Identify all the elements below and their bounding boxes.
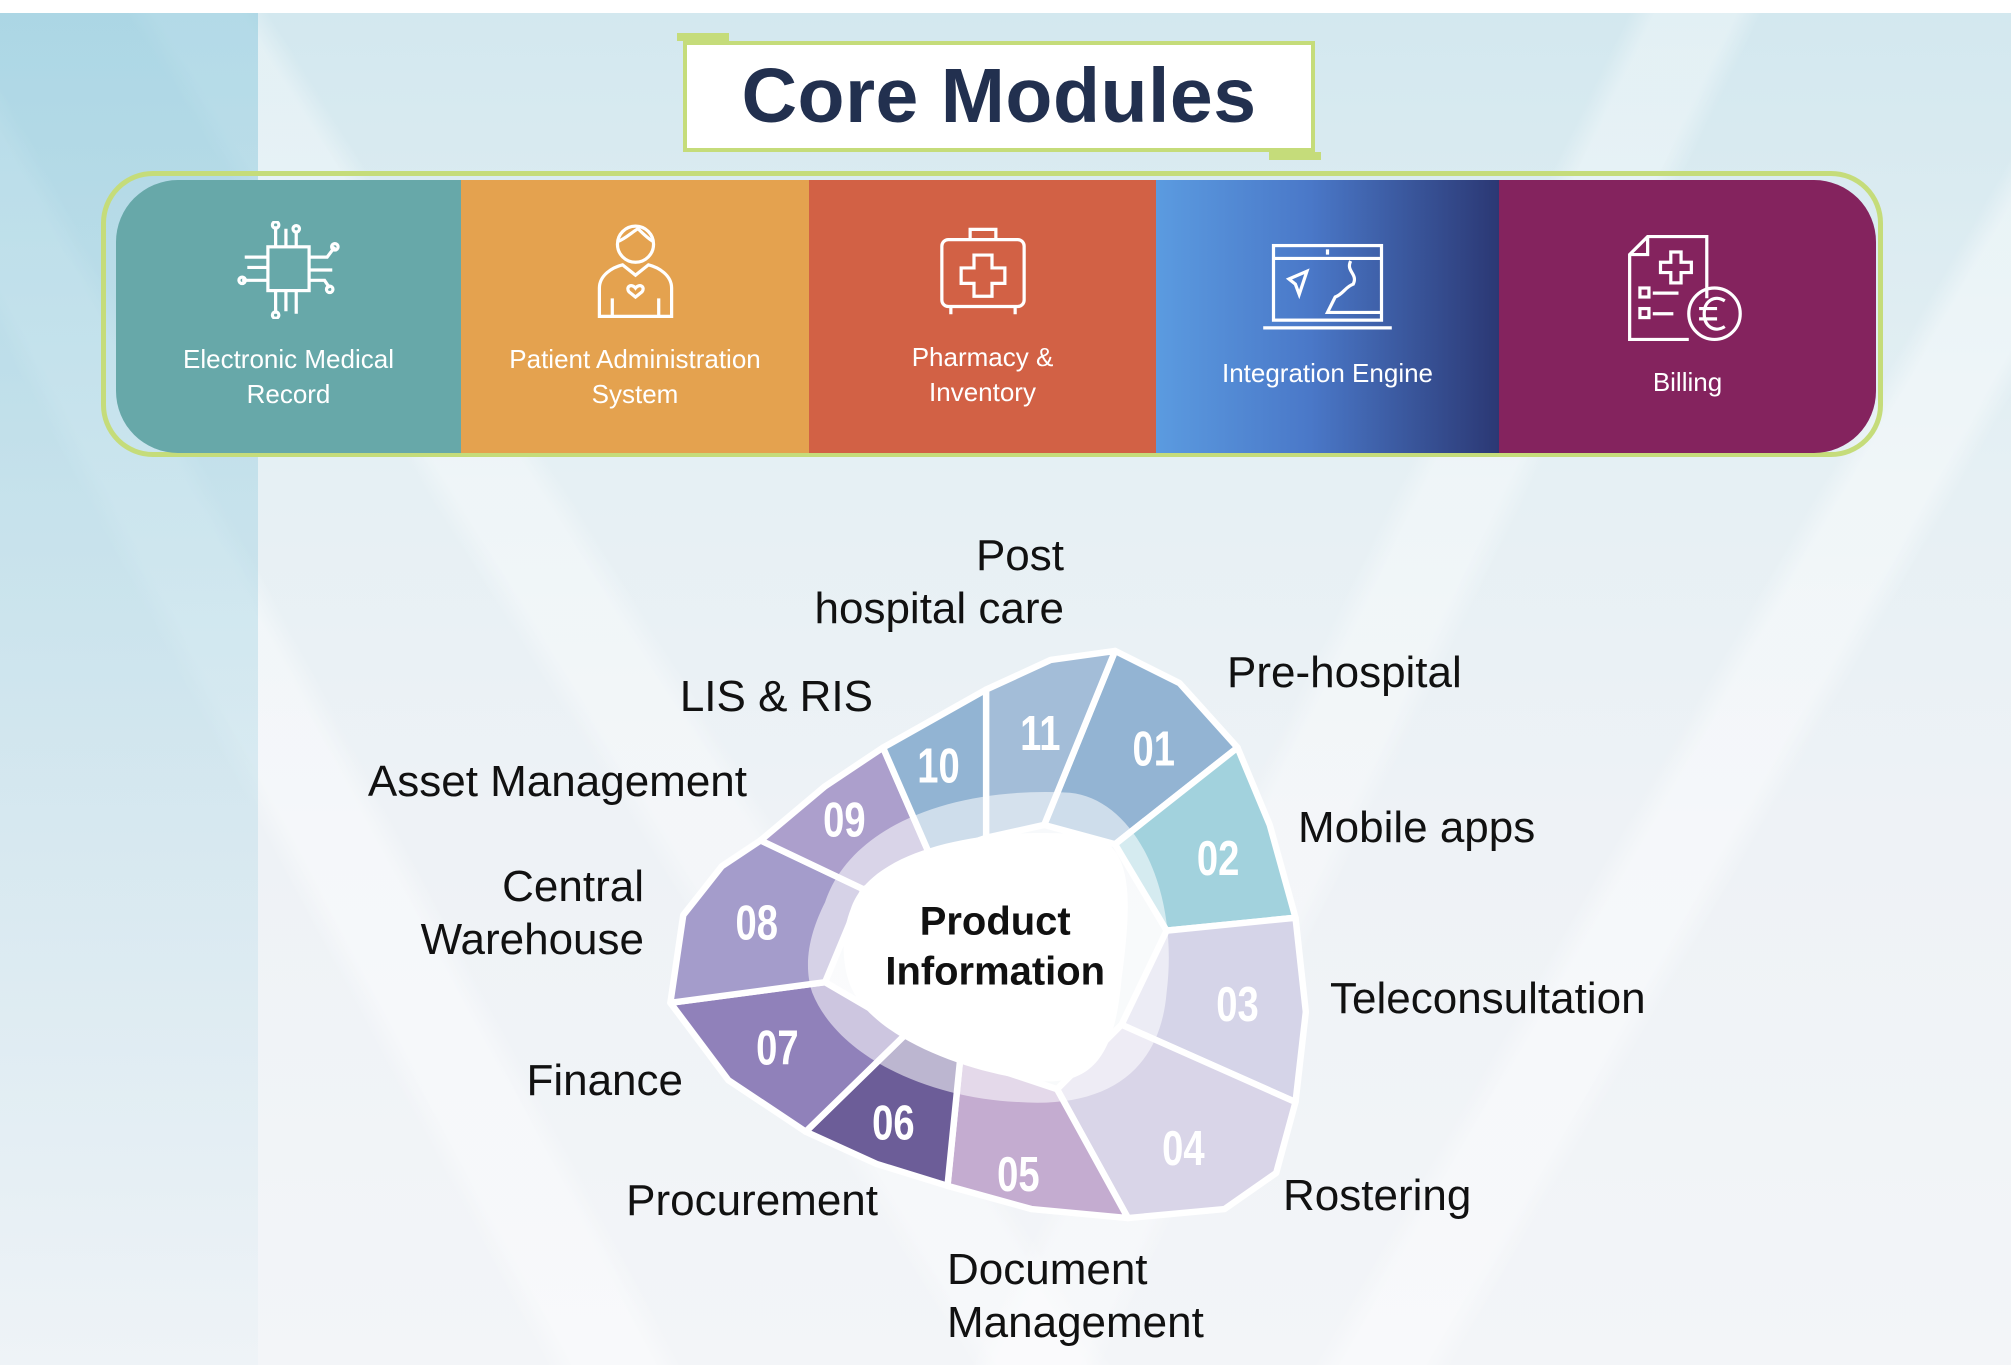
label-procurement: Procurement	[626, 1176, 878, 1225]
label-central-warehouse: Central Warehouse	[322, 860, 644, 966]
center-label-line-1: Product	[920, 899, 1071, 943]
label-asset-management: Asset Management	[367, 757, 747, 806]
segment-number-07: 07	[756, 1021, 798, 1076]
segment-number-08: 08	[735, 896, 777, 951]
label-line: Document	[947, 1245, 1148, 1294]
module-label: Integration Engine	[1221, 357, 1434, 388]
module-integration: Integration Engine	[1156, 180, 1499, 453]
segment-number-10: 10	[917, 739, 959, 794]
module-label: Record	[246, 379, 331, 409]
decor-bar	[677, 33, 729, 41]
modules-frame	[101, 171, 1883, 457]
segment-number-01: 01	[1132, 722, 1174, 777]
title-box: Core Modules	[677, 33, 1321, 160]
center-label-line-2: Information	[885, 950, 1105, 994]
center-blob	[843, 833, 1128, 1082]
module-label: Billing	[1652, 366, 1723, 397]
label-line: Central	[502, 862, 644, 911]
label-pre-hospital: Pre-hospital	[1227, 648, 1462, 697]
label-rostering: Rostering	[1283, 1171, 1472, 1220]
segment-number-03: 03	[1216, 977, 1258, 1032]
module-billing: Billing	[1499, 180, 1876, 453]
segment-number-05: 05	[997, 1148, 1039, 1203]
module-pharmacy: Pharmacy & Inventory	[809, 180, 1156, 453]
label-line: Management	[947, 1298, 1204, 1347]
module-pas: Patient Administration System	[461, 180, 809, 453]
circuit-chip-icon	[237, 221, 340, 319]
segment-number-09: 09	[823, 793, 865, 848]
medical-bill-euro-icon	[1628, 234, 1742, 341]
label-post-hospital-care: Post hospital care	[722, 529, 1064, 635]
module-label: Electronic Medical	[183, 344, 394, 374]
module-label: Inventory	[929, 376, 1036, 407]
patient-icon	[597, 224, 673, 319]
segment-number-06: 06	[872, 1096, 914, 1151]
label-finance: Finance	[526, 1056, 683, 1105]
medical-kit-icon	[939, 227, 1026, 314]
page-title: Core Modules	[741, 53, 1257, 139]
module-label: Patient Administration	[509, 344, 761, 374]
segment-number-11: 11	[1020, 707, 1060, 762]
module-label: Pharmacy &	[911, 341, 1054, 372]
decor-bar	[1269, 152, 1321, 160]
map-screen-icon	[1263, 243, 1392, 329]
module-label: System	[591, 379, 679, 409]
label-line: hospital care	[814, 584, 1064, 633]
module-emr: Electronic Medical Record	[116, 180, 461, 453]
segment-number-02: 02	[1197, 832, 1239, 887]
label-teleconsultation: Teleconsultation	[1330, 974, 1646, 1023]
label-lis-ris: LIS & RIS	[679, 672, 873, 721]
segment-number-04: 04	[1162, 1122, 1205, 1177]
label-document-management: Document Management	[947, 1243, 1204, 1349]
label-line: Post	[975, 531, 1064, 580]
label-mobile-apps: Mobile apps	[1298, 803, 1536, 852]
label-line: Warehouse	[420, 915, 644, 964]
modules-band: Electronic Medical Record Patient Admini…	[116, 180, 1876, 453]
